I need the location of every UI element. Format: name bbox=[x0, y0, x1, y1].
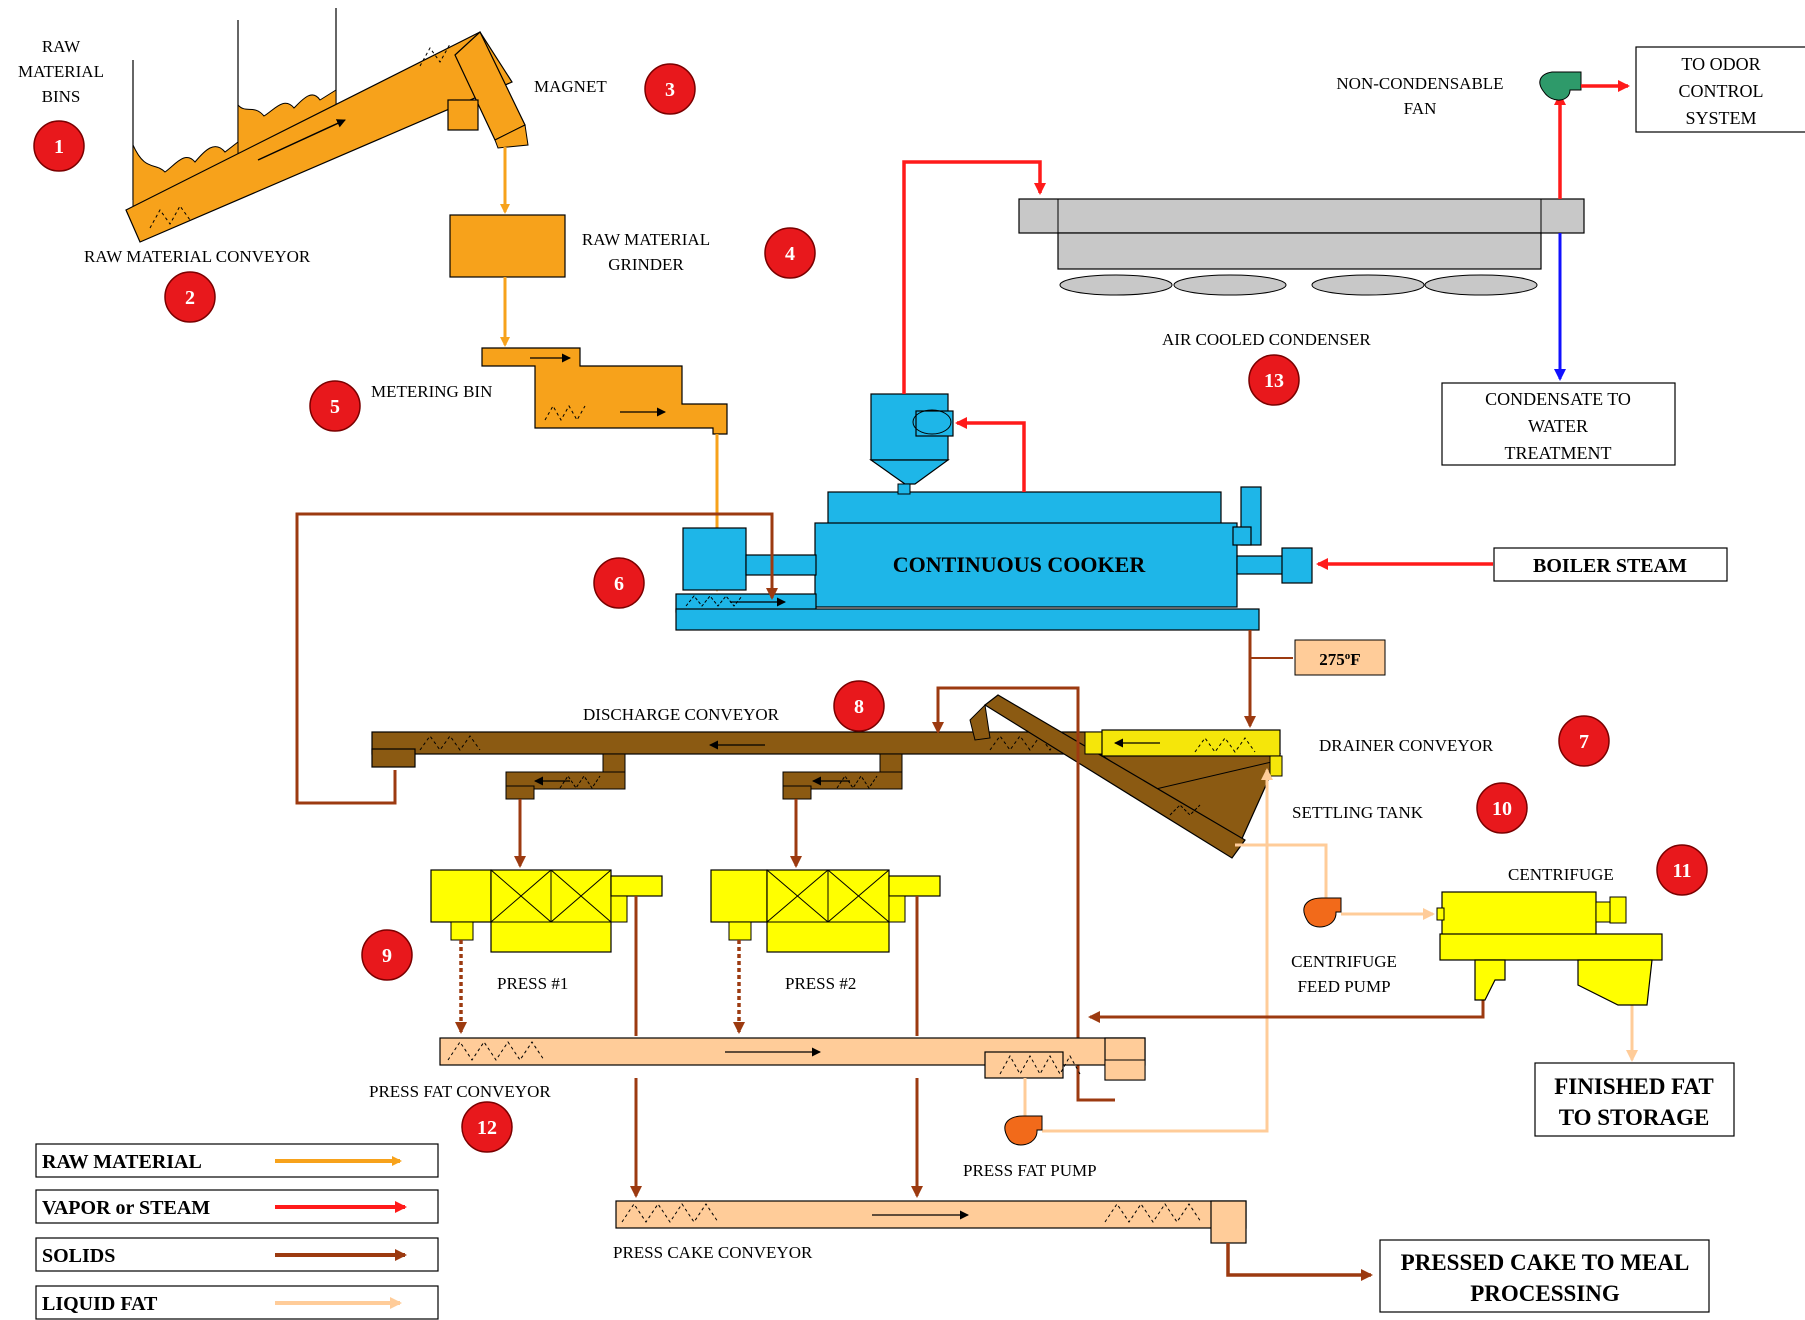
press-cake-conveyor bbox=[615, 1200, 1247, 1244]
vapor-cyclone-to-condenser bbox=[902, 160, 1046, 394]
badge-9: 9 bbox=[361, 929, 413, 981]
badge-11: 11 bbox=[1656, 844, 1708, 896]
vapor-cooker-to-cyclone bbox=[955, 417, 1026, 492]
drainer-conveyor bbox=[1084, 729, 1283, 777]
centrifuge bbox=[1436, 891, 1663, 1006]
discharge-conveyor bbox=[371, 731, 1103, 800]
svg-text:1: 1 bbox=[54, 136, 64, 158]
press-1 bbox=[430, 869, 663, 953]
svg-text:LIQUID FAT: LIQUID FAT bbox=[42, 1293, 158, 1315]
discharge-conveyor-label: DISCHARGE CONVEYOR bbox=[583, 705, 780, 724]
legend-item-liquid-fat: LIQUID FAT bbox=[35, 1285, 439, 1320]
press-fat-pump-label: PRESS FAT PUMP bbox=[963, 1161, 1097, 1180]
press-2 bbox=[710, 869, 941, 953]
badge-10: 10 bbox=[1476, 782, 1528, 834]
svg-text:4: 4 bbox=[785, 243, 795, 265]
press-fat-conveyor-label: PRESS FAT CONVEYOR bbox=[369, 1082, 551, 1101]
press2-label: PRESS #2 bbox=[785, 974, 856, 993]
svg-text:5: 5 bbox=[330, 396, 340, 418]
svg-text:7: 7 bbox=[1579, 731, 1589, 753]
centrifuge-label: CENTRIFUGE bbox=[1508, 865, 1614, 884]
legend-item-vapor-steam: VAPOR or STEAM bbox=[35, 1189, 439, 1224]
settling-tank-label: SETTLING TANK bbox=[1292, 803, 1424, 822]
fat-tank-to-centrifuge-pump bbox=[1235, 843, 1328, 903]
svg-text:SOLIDS: SOLIDS bbox=[42, 1245, 115, 1267]
press-fat-conveyor bbox=[439, 1037, 1146, 1081]
solids-centrifuge-return bbox=[1088, 995, 1485, 1023]
magnet-label: MAGNET bbox=[534, 77, 607, 96]
svg-text:3: 3 bbox=[665, 79, 675, 101]
solids-recycle-loop bbox=[295, 512, 778, 805]
badge-7: 7 bbox=[1558, 715, 1610, 767]
svg-text:6: 6 bbox=[614, 573, 624, 595]
cooker-cyclone bbox=[869, 393, 954, 495]
raw-material-conveyor-label: RAW MATERIAL CONVEYOR bbox=[84, 247, 311, 266]
badge-1: 1 bbox=[33, 120, 85, 172]
svg-text:RAW MATERIAL: RAW MATERIAL bbox=[42, 1151, 202, 1173]
svg-text:BOILER STEAM: BOILER STEAM bbox=[1533, 555, 1687, 577]
legend: RAW MATERIAL VAPOR or STEAM SOLIDS LIQUI… bbox=[35, 1143, 439, 1320]
badge-2: 2 bbox=[164, 271, 216, 323]
badge-8: 8 bbox=[833, 680, 885, 732]
press-cake-conveyor-label: PRESS CAKE CONVEYOR bbox=[613, 1243, 813, 1262]
drainer-conveyor-label: DRAINER CONVEYOR bbox=[1319, 736, 1494, 755]
badge-13: 13 bbox=[1248, 354, 1300, 406]
fat-press-pump-up bbox=[1042, 768, 1273, 1133]
svg-text:VAPOR or STEAM: VAPOR or STEAM bbox=[42, 1197, 210, 1219]
centrifuge-feed-pump bbox=[1303, 897, 1342, 928]
solids-cake-to-meal bbox=[1226, 1243, 1373, 1281]
svg-text:8: 8 bbox=[854, 696, 864, 718]
boiler-steam-box: BOILER STEAM bbox=[1493, 547, 1728, 582]
badge-12: 12 bbox=[461, 1101, 513, 1153]
svg-text:10: 10 bbox=[1492, 798, 1512, 820]
non-condensable-fan bbox=[1539, 71, 1582, 101]
svg-text:9: 9 bbox=[382, 945, 392, 967]
svg-text:11: 11 bbox=[1673, 860, 1692, 882]
press-fat-pump bbox=[1004, 1115, 1043, 1146]
temperature-box bbox=[1294, 639, 1386, 676]
badge-5: 5 bbox=[309, 380, 361, 432]
badge-3: 3 bbox=[644, 63, 696, 115]
metering-bin-label: METERING BIN bbox=[371, 382, 492, 401]
badge-6: 6 bbox=[593, 557, 645, 609]
legend-item-raw-material: RAW MATERIAL bbox=[35, 1143, 439, 1178]
press1-label: PRESS #1 bbox=[497, 974, 568, 993]
metering-bin bbox=[481, 347, 728, 435]
svg-text:2: 2 bbox=[185, 287, 195, 309]
legend-item-solids: SOLIDS bbox=[35, 1237, 439, 1272]
raw-material-conveyor bbox=[125, 31, 529, 243]
svg-text:13: 13 bbox=[1264, 370, 1284, 392]
continuous-cooker-label: CONTINUOUS COOKER bbox=[893, 552, 1147, 577]
continuous-cooker: CONTINUOUS COOKER bbox=[675, 486, 1313, 631]
air-cooled-condenser bbox=[1018, 198, 1585, 296]
raw-material-grinder bbox=[449, 214, 566, 278]
air-cooled-condenser-label: AIR COOLED CONDENSER bbox=[1162, 330, 1371, 349]
svg-text:12: 12 bbox=[477, 1117, 497, 1139]
settling-tank bbox=[969, 694, 1281, 859]
badge-4: 4 bbox=[764, 227, 816, 279]
solids-tank-return bbox=[932, 686, 1115, 1102]
temperature-label: 275oF bbox=[1319, 650, 1360, 669]
